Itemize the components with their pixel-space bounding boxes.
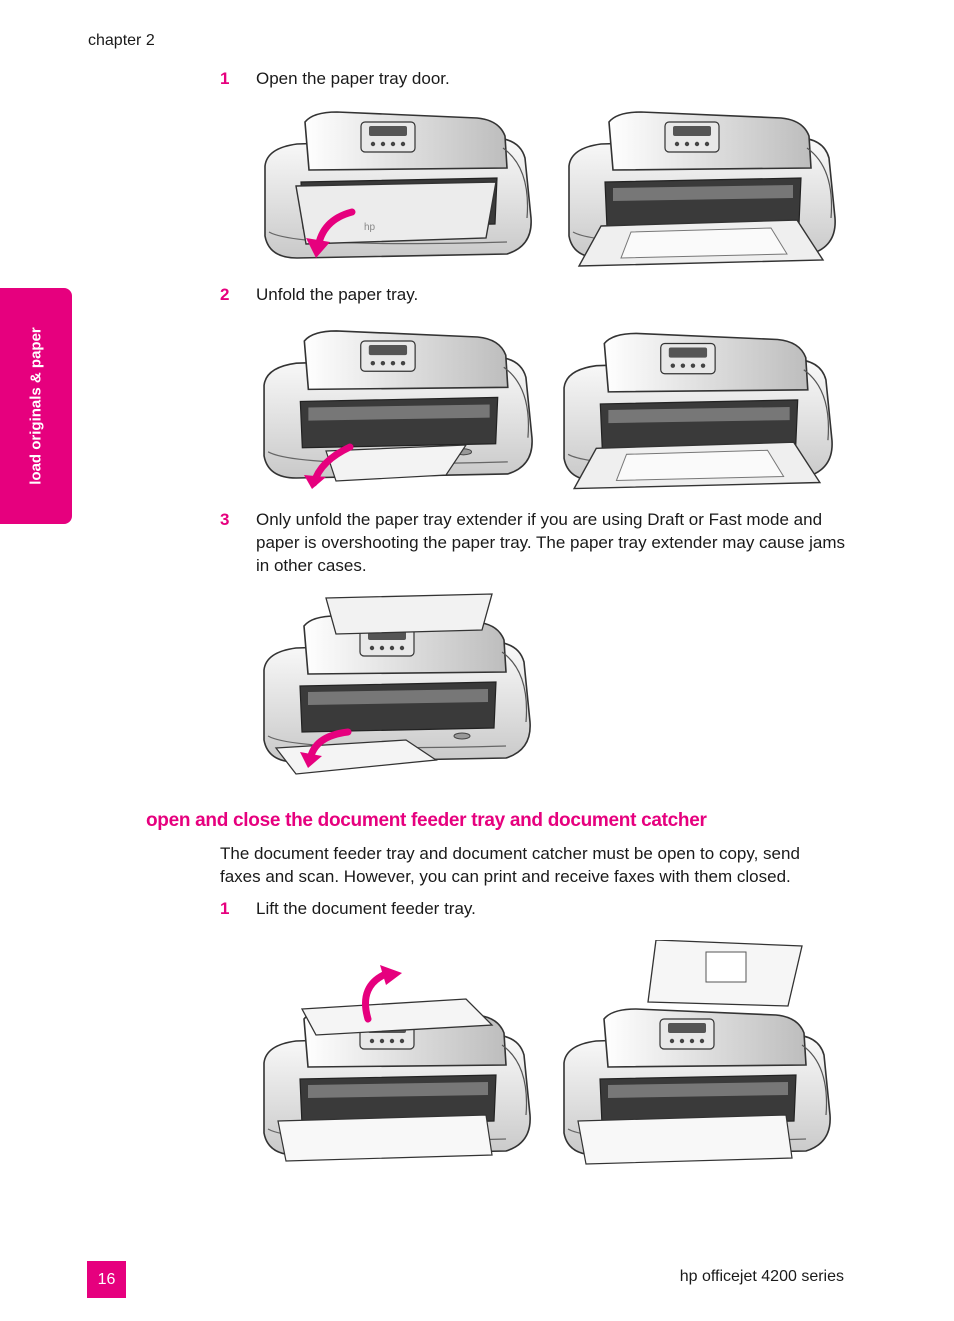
step-text: Open the paper tray door. xyxy=(256,69,450,88)
printer-image-feeder-lifting xyxy=(263,965,531,1162)
printer-image-tray-extender xyxy=(263,593,531,775)
step-text: Only unfold the paper tray extender if y… xyxy=(256,510,846,575)
footer-product: hp officejet 4200 series xyxy=(679,1268,844,1285)
step-number: 1 xyxy=(220,899,230,918)
hp-logo-text: hp xyxy=(364,222,376,233)
step-number: 3 xyxy=(220,510,230,529)
side-tab-label: load originals & paper xyxy=(27,327,45,485)
printer-image-door-closed: hp xyxy=(256,108,538,268)
step-number: 2 xyxy=(220,285,230,304)
printer-image-tray-folded xyxy=(256,325,538,489)
section-heading: open and close the document feeder tray … xyxy=(146,810,707,831)
side-tab: load originals & paper xyxy=(0,288,72,524)
printer-image-door-open xyxy=(560,108,842,268)
step-number: 1 xyxy=(220,69,230,88)
step-text: Lift the document feeder tray. xyxy=(256,899,476,918)
section-intro: The document feeder tray and document ca… xyxy=(220,844,800,886)
step-text: Unfold the paper tray. xyxy=(256,285,419,304)
page-number: 16 xyxy=(87,1261,126,1298)
printer-image-feeder-lifted xyxy=(563,940,831,1165)
printer-image-tray-unfolded xyxy=(556,325,838,495)
chapter-label: chapter 2 xyxy=(88,32,155,49)
